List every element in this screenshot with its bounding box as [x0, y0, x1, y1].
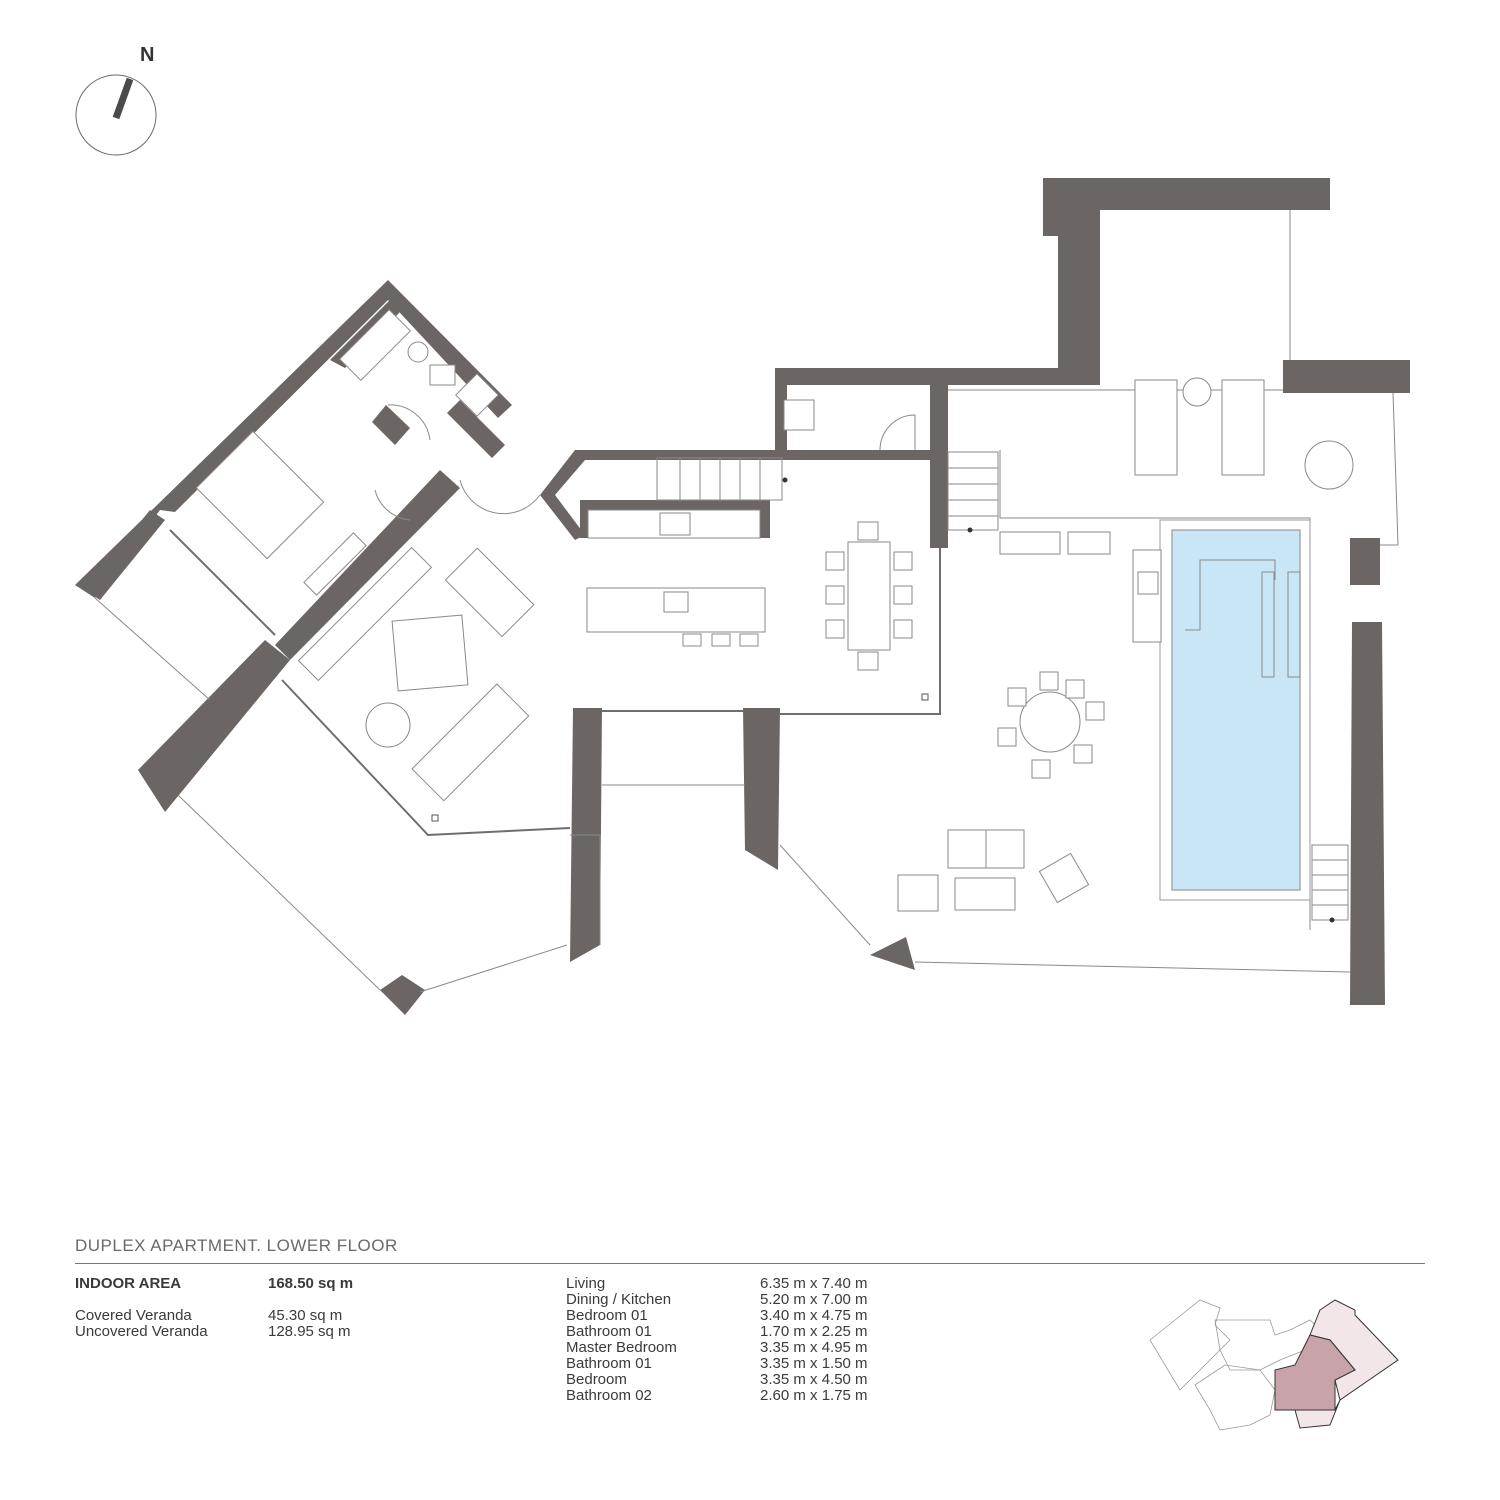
room-name: Bedroom 01: [566, 1307, 648, 1324]
key-plan-diagram: [1149, 1299, 1399, 1431]
room-name: Bathroom 01: [566, 1323, 652, 1340]
room-size: 3.35 m x 1.50 m: [760, 1355, 868, 1372]
room-size: 3.40 m x 4.75 m: [760, 1307, 868, 1324]
uncovered-veranda-value: 128.95 sq m: [268, 1323, 351, 1340]
room-name-list: Living Dining / Kitchen Bedroom 01 Bathr…: [566, 1276, 677, 1404]
covered-veranda-label: Covered Veranda: [75, 1307, 192, 1324]
terrace-outlines: [94, 210, 1399, 993]
covered-veranda-value: 45.30 sq m: [268, 1307, 343, 1324]
room-name: Living: [566, 1275, 606, 1292]
floor-plan-drawing: [75, 178, 1410, 1015]
room-name: Master Bedroom: [566, 1339, 677, 1356]
room-name: Bedroom: [566, 1371, 627, 1388]
room-name: Dining / Kitchen: [566, 1291, 672, 1308]
living-bedroom-furniture: [195, 308, 541, 802]
glazing: [169, 529, 941, 837]
terrace-furniture: [897, 377, 1354, 912]
room-size: 1.70 m x 2.25 m: [760, 1323, 868, 1340]
room-name: Bathroom 01: [566, 1355, 652, 1372]
room-size: 2.60 m x 1.75 m: [760, 1387, 868, 1404]
room-size: 3.35 m x 4.95 m: [760, 1339, 868, 1356]
room-name: Bathroom 02: [566, 1387, 652, 1404]
compass-icon: [75, 74, 157, 156]
sheet-title: DUPLEX APARTMENT. LOWER FLOOR: [75, 1236, 398, 1255]
uncovered-veranda-label: Uncovered Veranda: [75, 1323, 208, 1340]
kitchen-dining-furniture: [586, 399, 916, 671]
indoor-area-value: 168.50 sq m: [268, 1275, 354, 1292]
column-markers: [431, 477, 1335, 923]
compass-north-label: N: [140, 44, 155, 66]
indoor-area-label: INDOOR AREA: [75, 1275, 182, 1292]
room-size: 5.20 m x 7.00 m: [760, 1291, 868, 1308]
room-size-list: 6.35 m x 7.40 m 5.20 m x 7.00 m 3.40 m x…: [760, 1276, 868, 1404]
pool: [1159, 519, 1311, 901]
title-divider: [75, 1263, 1425, 1264]
room-size: 3.35 m x 4.50 m: [760, 1371, 868, 1388]
room-size: 6.35 m x 7.40 m: [760, 1275, 868, 1292]
stairs: [656, 451, 1349, 921]
